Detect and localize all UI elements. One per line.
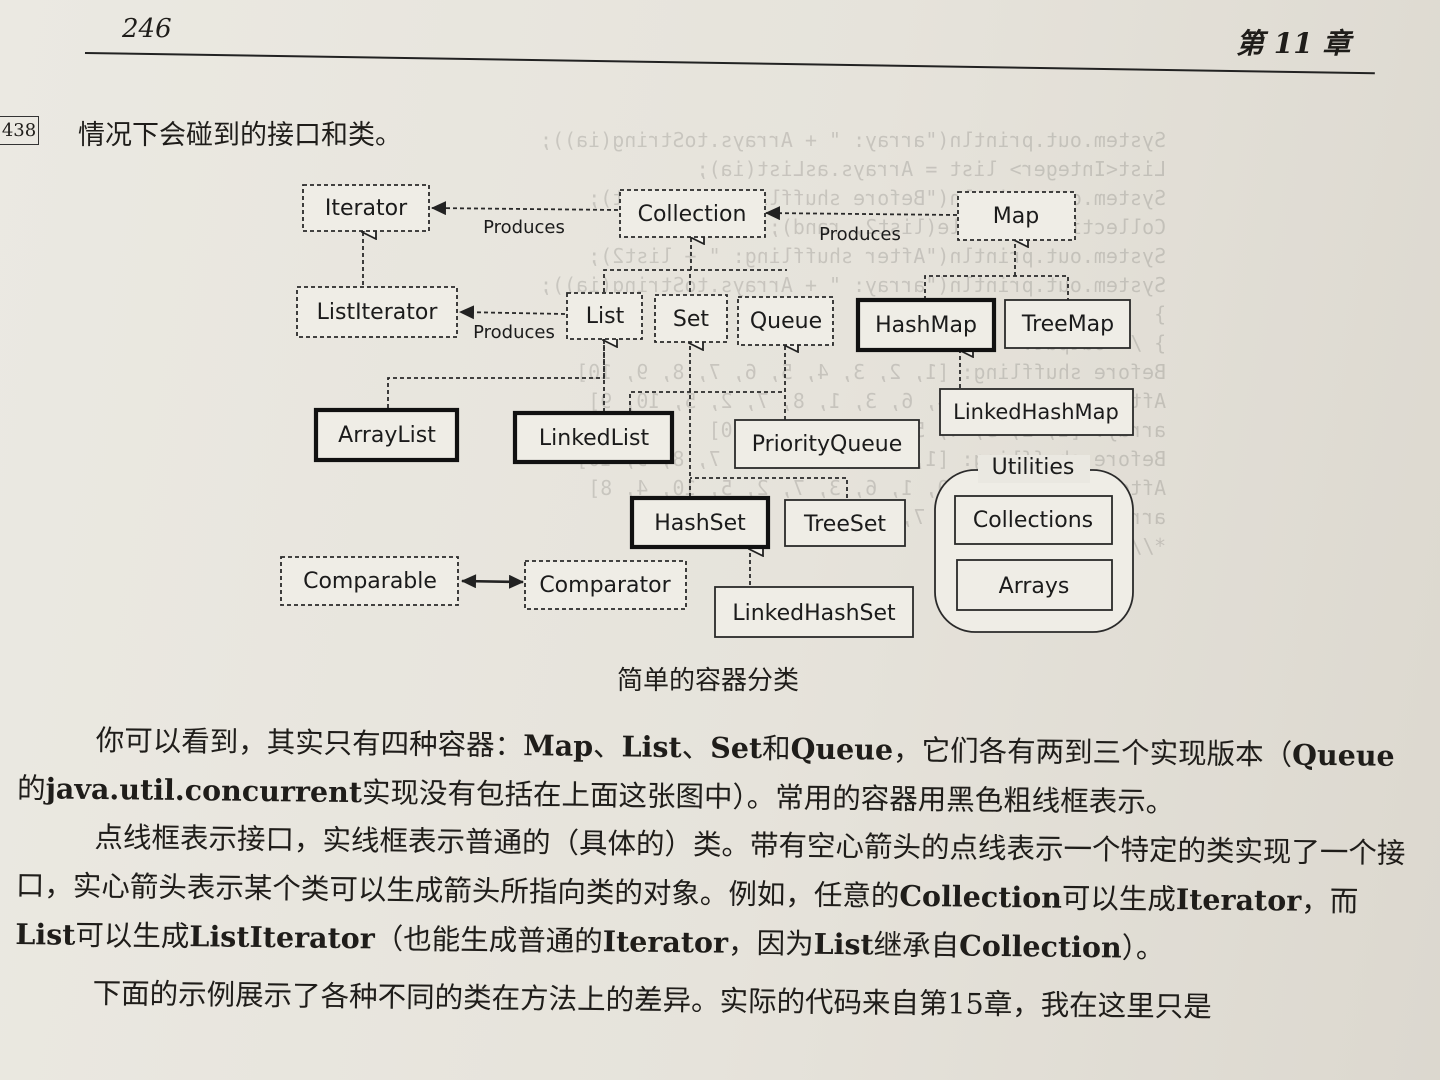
node-collections bbox=[954, 495, 1113, 545]
label-comparator: Comparator bbox=[539, 573, 671, 598]
edge-comparable-comparator bbox=[461, 574, 524, 589]
label-iterator: Iterator bbox=[325, 196, 408, 221]
node-linkedlist bbox=[512, 410, 675, 465]
label-map: Map bbox=[993, 204, 1039, 229]
edge-treeset-set bbox=[690, 477, 848, 498]
node-hashmap bbox=[855, 297, 997, 353]
chapter-heading: 第 11 章 bbox=[1236, 27, 1351, 60]
label-treeset: TreeSet bbox=[803, 512, 886, 537]
label-listiterator: ListIterator bbox=[317, 300, 439, 325]
paragraph-3: 下面的示例展示了各种不同的类在方法上的差异。实际的代码来自第15章，我在这里只是 bbox=[92, 976, 1213, 1024]
node-priorityqueue bbox=[734, 419, 920, 469]
node-treemap bbox=[1004, 299, 1131, 349]
edge-collection-produces-iterator bbox=[431, 201, 619, 216]
node-iterator bbox=[302, 184, 430, 232]
node-hashset bbox=[629, 495, 771, 550]
node-collection bbox=[619, 189, 766, 238]
body-text: 你可以看到，其实只有四种容器：Map、List、Set和Queue，它们各有两到… bbox=[14, 715, 1413, 1034]
page-number: 246 bbox=[122, 14, 172, 44]
node-arraylist bbox=[313, 407, 460, 463]
edge-linkedlist-queue bbox=[629, 345, 785, 412]
intro-line: 情况下会碰到的接口和类。 bbox=[78, 120, 402, 151]
label-priorityqueue: PriorityQueue bbox=[752, 432, 903, 457]
label-utilities: Utilities bbox=[992, 455, 1075, 480]
node-set bbox=[654, 294, 728, 343]
node-comparator bbox=[524, 560, 687, 610]
label-queue: Queue bbox=[750, 309, 822, 334]
figure-caption: 简单的容器分类 bbox=[617, 666, 800, 696]
label-treemap: TreeMap bbox=[1021, 312, 1114, 337]
label-produces-3: Produces bbox=[473, 322, 555, 343]
bleed-through-line: System.out.println("array: " + Arrays.to… bbox=[540, 128, 1167, 152]
node-arrays bbox=[956, 559, 1113, 611]
node-queue bbox=[737, 296, 834, 346]
label-hashset: HashSet bbox=[654, 511, 746, 536]
label-linkedhashset: LinkedHashSet bbox=[732, 601, 896, 626]
paragraph-1: 你可以看到，其实只有四种容器：Map、List、Set和Queue，它们各有两到… bbox=[16, 723, 1395, 820]
label-collections: Collections bbox=[973, 508, 1093, 533]
label-collection: Collection bbox=[638, 202, 747, 227]
node-list bbox=[566, 292, 643, 340]
header-rule bbox=[84, 52, 1375, 75]
label-hashmap: HashMap bbox=[875, 313, 977, 338]
node-linkedhashset bbox=[714, 586, 914, 638]
label-list: List bbox=[586, 304, 625, 329]
node-comparable bbox=[280, 556, 459, 606]
node-treeset bbox=[784, 499, 906, 547]
label-produces-1: Produces bbox=[483, 217, 565, 238]
label-arrays: Arrays bbox=[999, 574, 1070, 599]
edge-children-collection bbox=[603, 237, 787, 292]
margin-page-reference: 438 bbox=[0, 116, 39, 145]
label-set: Set bbox=[673, 307, 710, 332]
edge-list-produces-listiterator bbox=[459, 305, 566, 320]
label-linkedlist: LinkedList bbox=[539, 426, 650, 451]
edge-map-produces-collection bbox=[765, 206, 958, 221]
label-comparable: Comparable bbox=[303, 569, 437, 594]
container-taxonomy-diagram: Iterator Collection Map ListIterator Lis… bbox=[280, 184, 1134, 638]
label-produces-2: Produces bbox=[819, 224, 901, 245]
edge-arraylist-list bbox=[387, 340, 604, 408]
label-arraylist: ArrayList bbox=[338, 423, 436, 448]
edge-maps-map bbox=[924, 240, 1069, 300]
label-linkedhashmap: LinkedHashMap bbox=[953, 400, 1119, 424]
node-listiterator bbox=[296, 286, 458, 338]
node-map bbox=[957, 191, 1076, 241]
node-linkedhashmap bbox=[939, 388, 1134, 436]
paragraph-2: 点线框表示接口，实线框表示普通的（具体的）类。带有空心箭头的点线表示一个特定的类… bbox=[15, 820, 1406, 966]
